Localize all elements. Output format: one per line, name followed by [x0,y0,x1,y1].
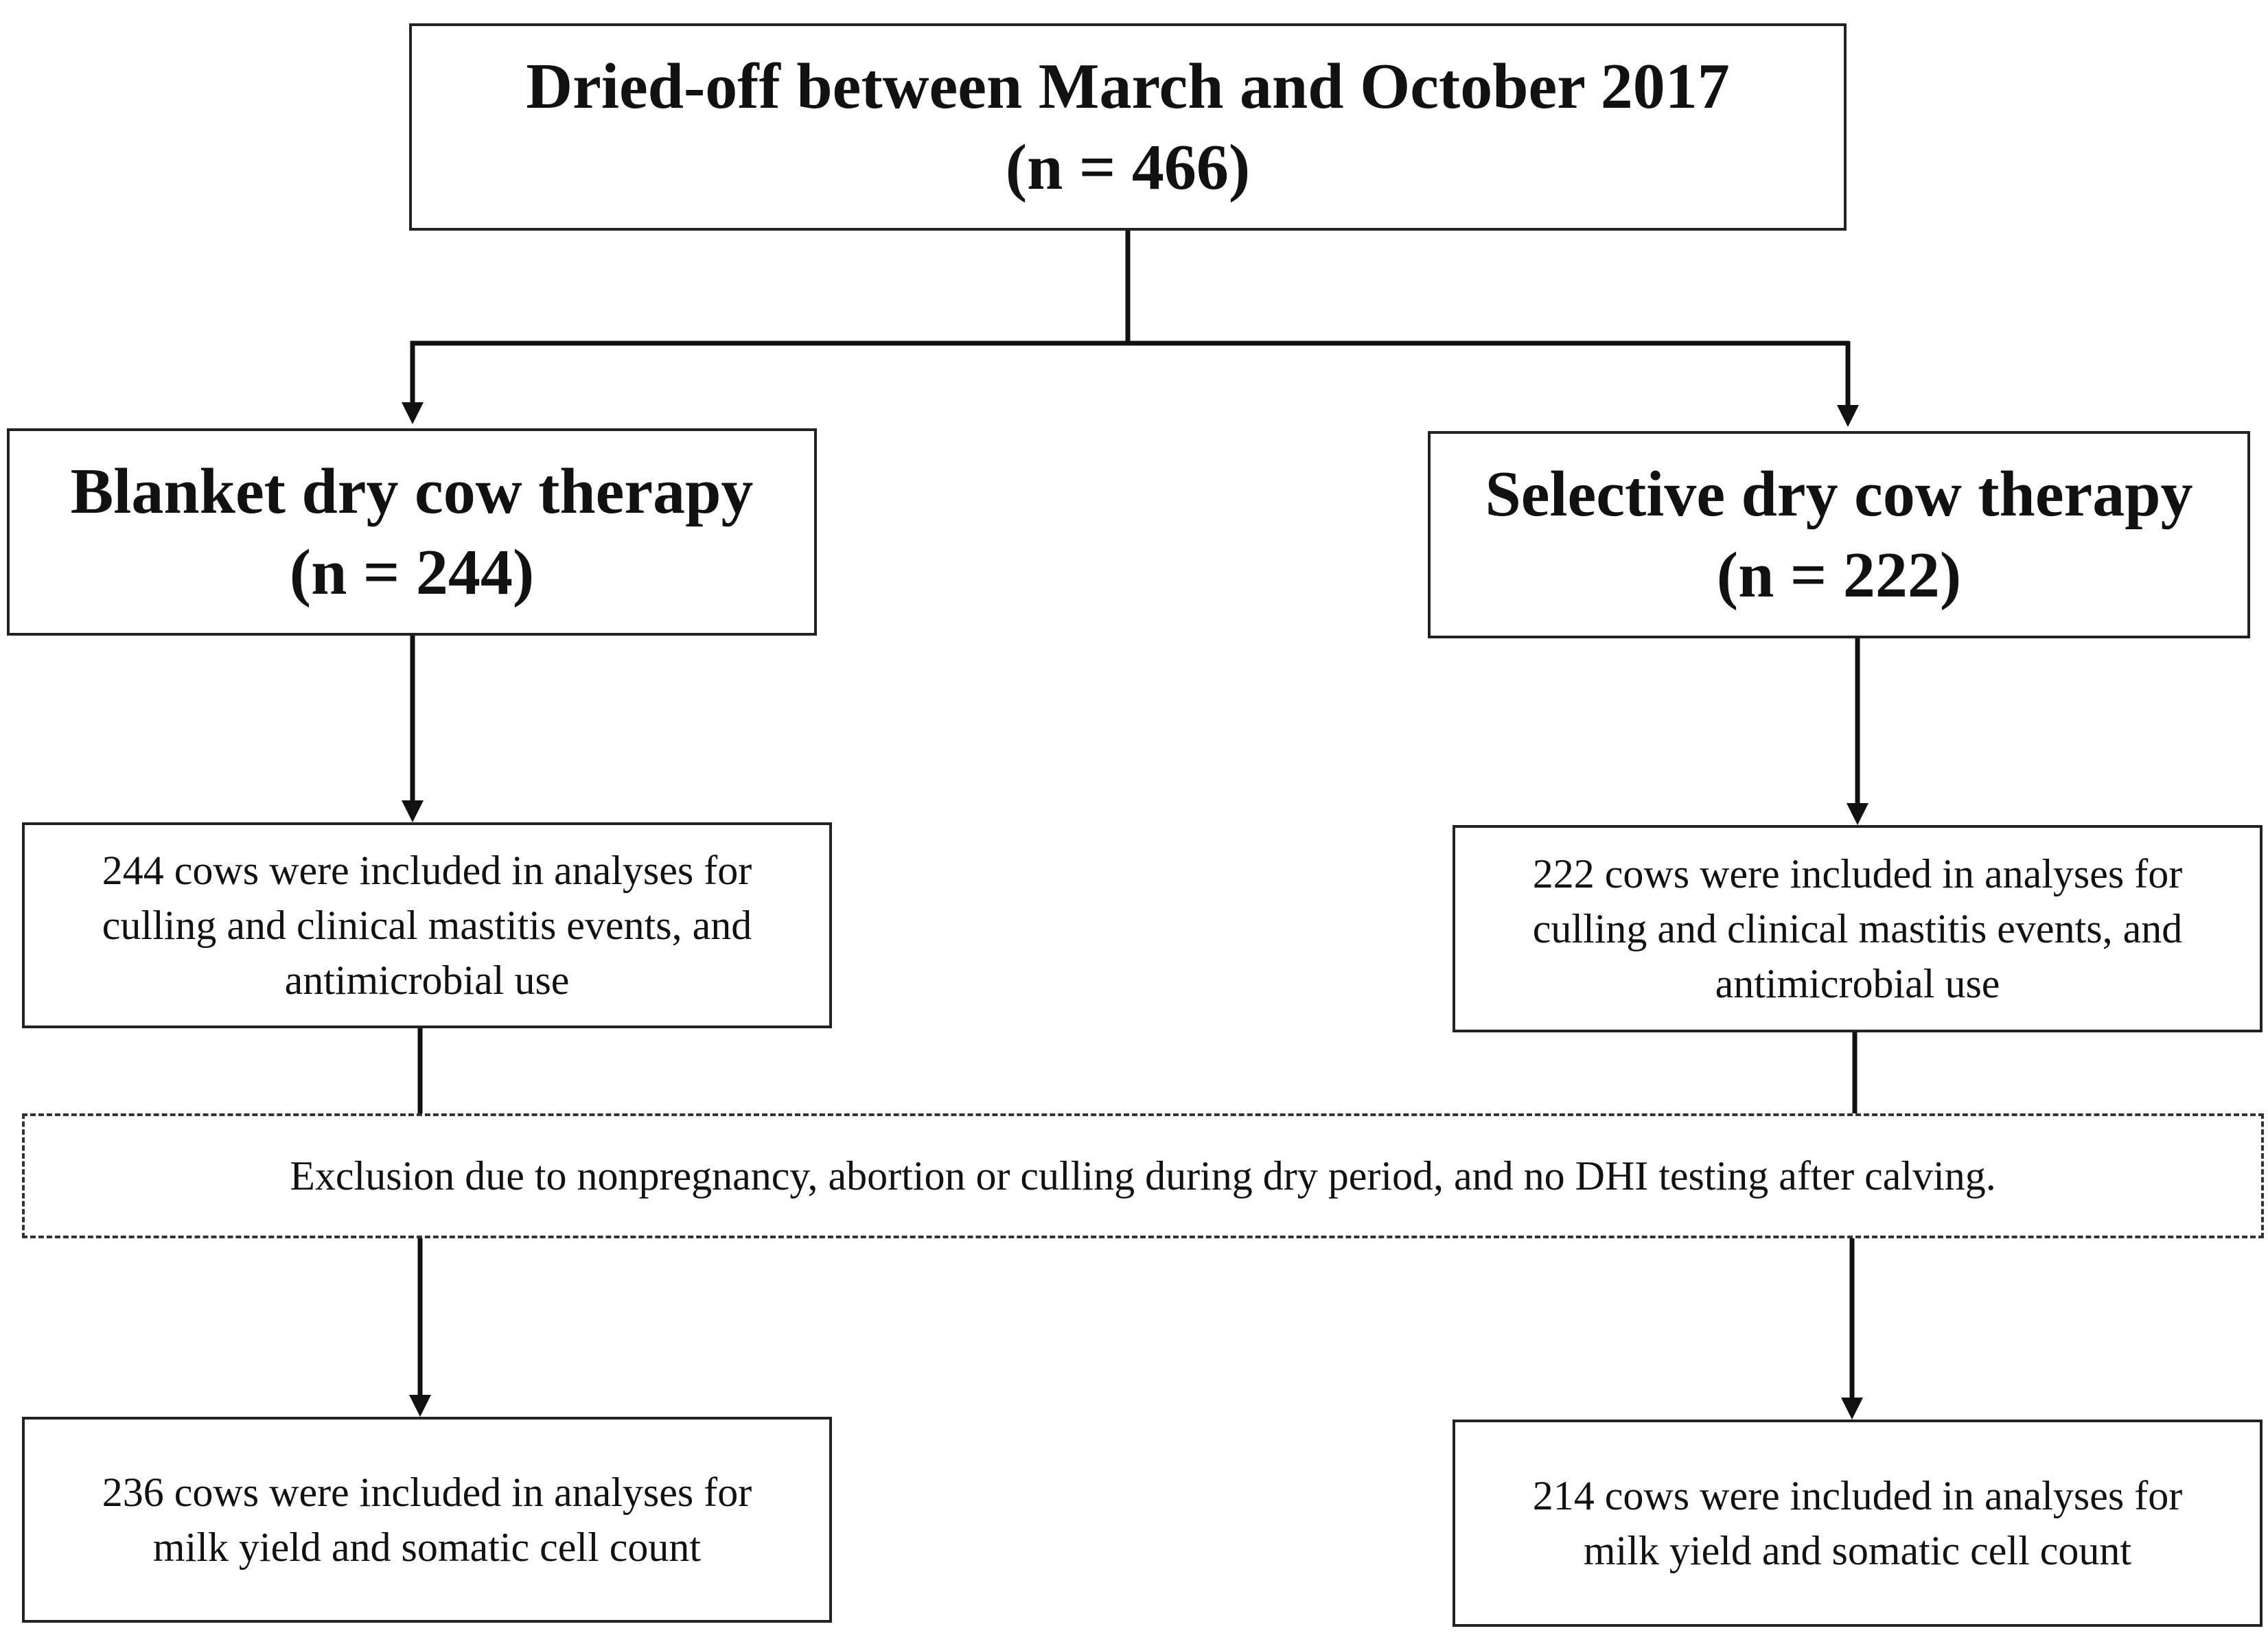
arrowhead-blanket-included [402,800,424,822]
blanket-therapy-count: (n = 244) [289,537,535,608]
selective-final-box: 214 cows were included in analyses for m… [1453,1420,2263,1627]
blanket-final-line-2: milk yield and somatic cell count [152,1525,702,1570]
arrowhead-selective-included [1847,803,1868,825]
blanket-included-box: 244 cows were included in analyses for c… [22,822,832,1028]
selective-included-line-3: antimicrobial use [1715,961,2000,1006]
top-node-box: Dried-off between March and October 2017… [409,23,1847,231]
selective-included-line-2: culling and clinical mastitis events, an… [1532,906,2183,951]
blanket-included-line-3: antimicrobial use [284,958,570,1003]
blanket-therapy-title: Blanket dry cow therapy [70,456,754,527]
selective-final-line-2: milk yield and somatic cell count [1583,1528,2132,1573]
blanket-final-line-1: 236 cows were included in analyses for [102,1470,752,1515]
blanket-final-box: 236 cows were included in analyses for m… [22,1417,832,1623]
arrowhead-blanket-final [409,1395,431,1417]
arrowhead-selective-final [1841,1398,1863,1420]
blanket-included-line-1: 244 cows were included in analyses for [102,848,752,893]
selective-included-line-1: 222 cows were included in analyses for [1532,851,2183,896]
selective-therapy-count: (n = 222) [1716,540,1962,611]
exclusion-text: Exclusion due to nonpregnancy, abortion … [290,1153,1996,1198]
blanket-included-line-2: culling and clinical mastitis events, an… [102,903,752,948]
selective-included-box: 222 cows were included in analyses for c… [1453,825,2263,1032]
top-node-title: Dried-off between March and October 2017 [526,51,1730,122]
exclusion-box: Exclusion due to nonpregnancy, abortion … [22,1113,2264,1238]
blanket-therapy-box: Blanket dry cow therapy (n = 244) [7,428,817,636]
selective-therapy-box: Selective dry cow therapy (n = 222) [1428,431,2250,638]
arrowhead-right-therapy [1837,405,1859,427]
selective-therapy-title: Selective dry cow therapy [1485,459,2193,530]
selective-final-line-1: 214 cows were included in analyses for [1532,1473,2183,1518]
top-node-count: (n = 466) [1005,132,1251,203]
arrowhead-left-therapy [402,402,424,424]
